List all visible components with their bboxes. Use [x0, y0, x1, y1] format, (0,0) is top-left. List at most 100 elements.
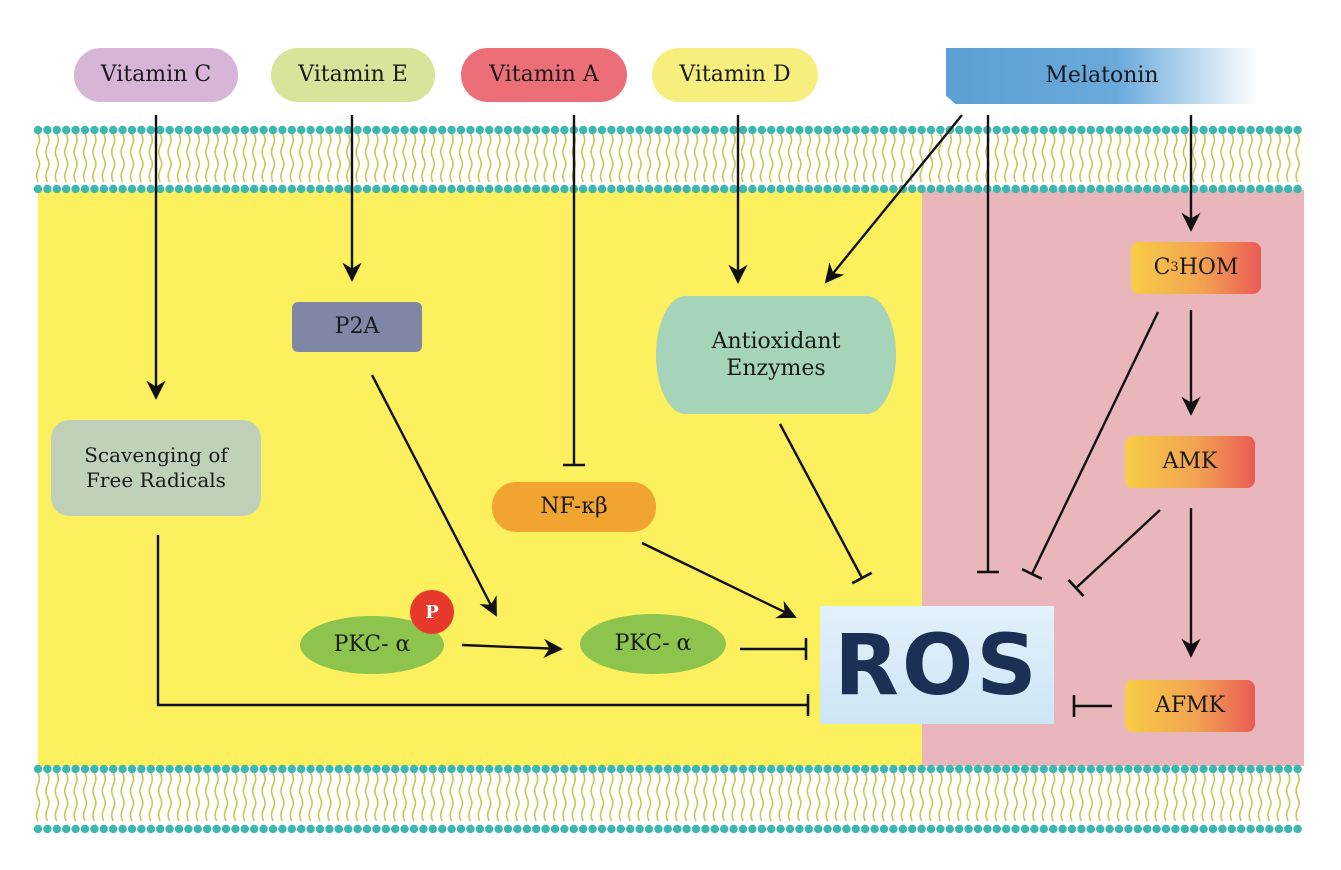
lipid-head: [560, 824, 569, 834]
lipid-head: [456, 824, 466, 834]
lipid-head: [1284, 824, 1293, 834]
lipid-head: [926, 125, 936, 135]
lipid-head: [1020, 184, 1030, 194]
lipid-head: [52, 125, 61, 135]
lipid-tail: [35, 772, 41, 822]
lipid-tail: [1135, 772, 1141, 822]
lipid-tail: [721, 133, 727, 183]
lipid-head: [325, 184, 334, 194]
lipid-head: [1199, 824, 1208, 834]
lipid-head: [372, 184, 381, 194]
lipid-head: [61, 824, 71, 834]
lipid-head: [240, 125, 249, 135]
lipid-head: [898, 764, 907, 774]
lipid-head: [344, 764, 353, 774]
lipid-tail: [1248, 772, 1253, 822]
lipid-head: [391, 184, 400, 194]
lipid-tail: [684, 772, 689, 822]
lipid-head: [438, 824, 447, 834]
lipid-head: [588, 184, 597, 194]
lipid-tail: [693, 133, 699, 183]
lipid-head: [513, 184, 522, 194]
lipid-tail: [928, 772, 934, 822]
lipid-head: [1180, 764, 1190, 774]
lipid-tail: [176, 133, 182, 183]
lipid-head: [1284, 125, 1293, 135]
lipid-head: [193, 125, 202, 135]
lipid-head: [851, 125, 860, 135]
lipid-head: [973, 764, 983, 774]
lipid-head: [1255, 184, 1265, 194]
lipid-head: [861, 184, 870, 194]
lipid-head: [1049, 824, 1058, 834]
lipid-head: [654, 824, 663, 834]
lipid-tail: [1116, 133, 1122, 183]
lipid-head: [983, 824, 992, 834]
lipid-tail: [684, 133, 689, 183]
lipid-head: [456, 184, 466, 194]
lipid-head: [1199, 125, 1208, 135]
lipid-head: [955, 184, 964, 194]
lipid-head: [861, 764, 870, 774]
lipid-head: [1002, 824, 1011, 834]
lipid-head: [1124, 184, 1133, 194]
lipid-head: [1058, 824, 1067, 834]
lipid-tail: [750, 772, 755, 822]
lipid-head: [738, 764, 748, 774]
lipid-tail: [1238, 133, 1244, 183]
inhibition-bar: [1067, 579, 1085, 597]
lipid-head: [842, 184, 851, 194]
vitamin-a-node: Vitamin A: [461, 48, 627, 102]
lipid-tail: [101, 133, 107, 183]
lipid-head: [212, 764, 221, 774]
lipid-head: [1171, 764, 1180, 774]
lipid-head: [1020, 125, 1030, 135]
lipid-tail: [449, 772, 454, 822]
lipid-head: [90, 184, 99, 194]
lipid-head: [1246, 125, 1255, 135]
lipid-tail: [1032, 133, 1037, 183]
lipid-head: [391, 125, 400, 135]
lipid-head: [1143, 764, 1152, 774]
lipid-tail: [92, 772, 97, 822]
lipid-tail: [1163, 772, 1169, 822]
lipid-head: [193, 184, 202, 194]
lipid-head: [569, 764, 578, 774]
lipid-head: [137, 125, 146, 135]
lipid-head: [1218, 184, 1227, 194]
lipid-head: [1180, 184, 1190, 194]
lipid-head: [297, 184, 306, 194]
lipid-tail: [1003, 772, 1009, 822]
lipid-head: [626, 125, 635, 135]
lipid-tail: [1267, 133, 1272, 183]
lipid-head: [428, 184, 437, 194]
lipid-head: [823, 764, 832, 774]
lipid-tail: [421, 772, 426, 822]
lipid-head: [1030, 764, 1039, 774]
lipid-tail: [627, 772, 633, 822]
lipid-tail: [1182, 133, 1188, 183]
lipid-tail: [797, 133, 802, 183]
lipid-head: [52, 184, 61, 194]
lipid-head: [212, 184, 221, 194]
lipid-head: [973, 824, 983, 834]
lipid-head: [174, 824, 184, 834]
lipid-head: [654, 125, 663, 135]
lipid-tail: [656, 133, 661, 183]
lipid-head: [428, 125, 437, 135]
lipid-tail: [411, 772, 417, 822]
lipid-head: [1218, 125, 1227, 135]
lipid-head: [550, 125, 560, 135]
lipid-head: [550, 824, 560, 834]
lipid-tail: [768, 133, 774, 183]
lipid-head: [588, 824, 597, 834]
lipid-tail: [402, 133, 407, 183]
lipid-head: [1152, 764, 1161, 774]
lipid-tail: [844, 133, 849, 183]
lipid-tail: [806, 133, 812, 183]
lipid-tail: [1088, 772, 1094, 822]
lipid-head: [184, 125, 193, 135]
lipid-tail: [214, 133, 219, 183]
lipid-head: [635, 764, 644, 774]
